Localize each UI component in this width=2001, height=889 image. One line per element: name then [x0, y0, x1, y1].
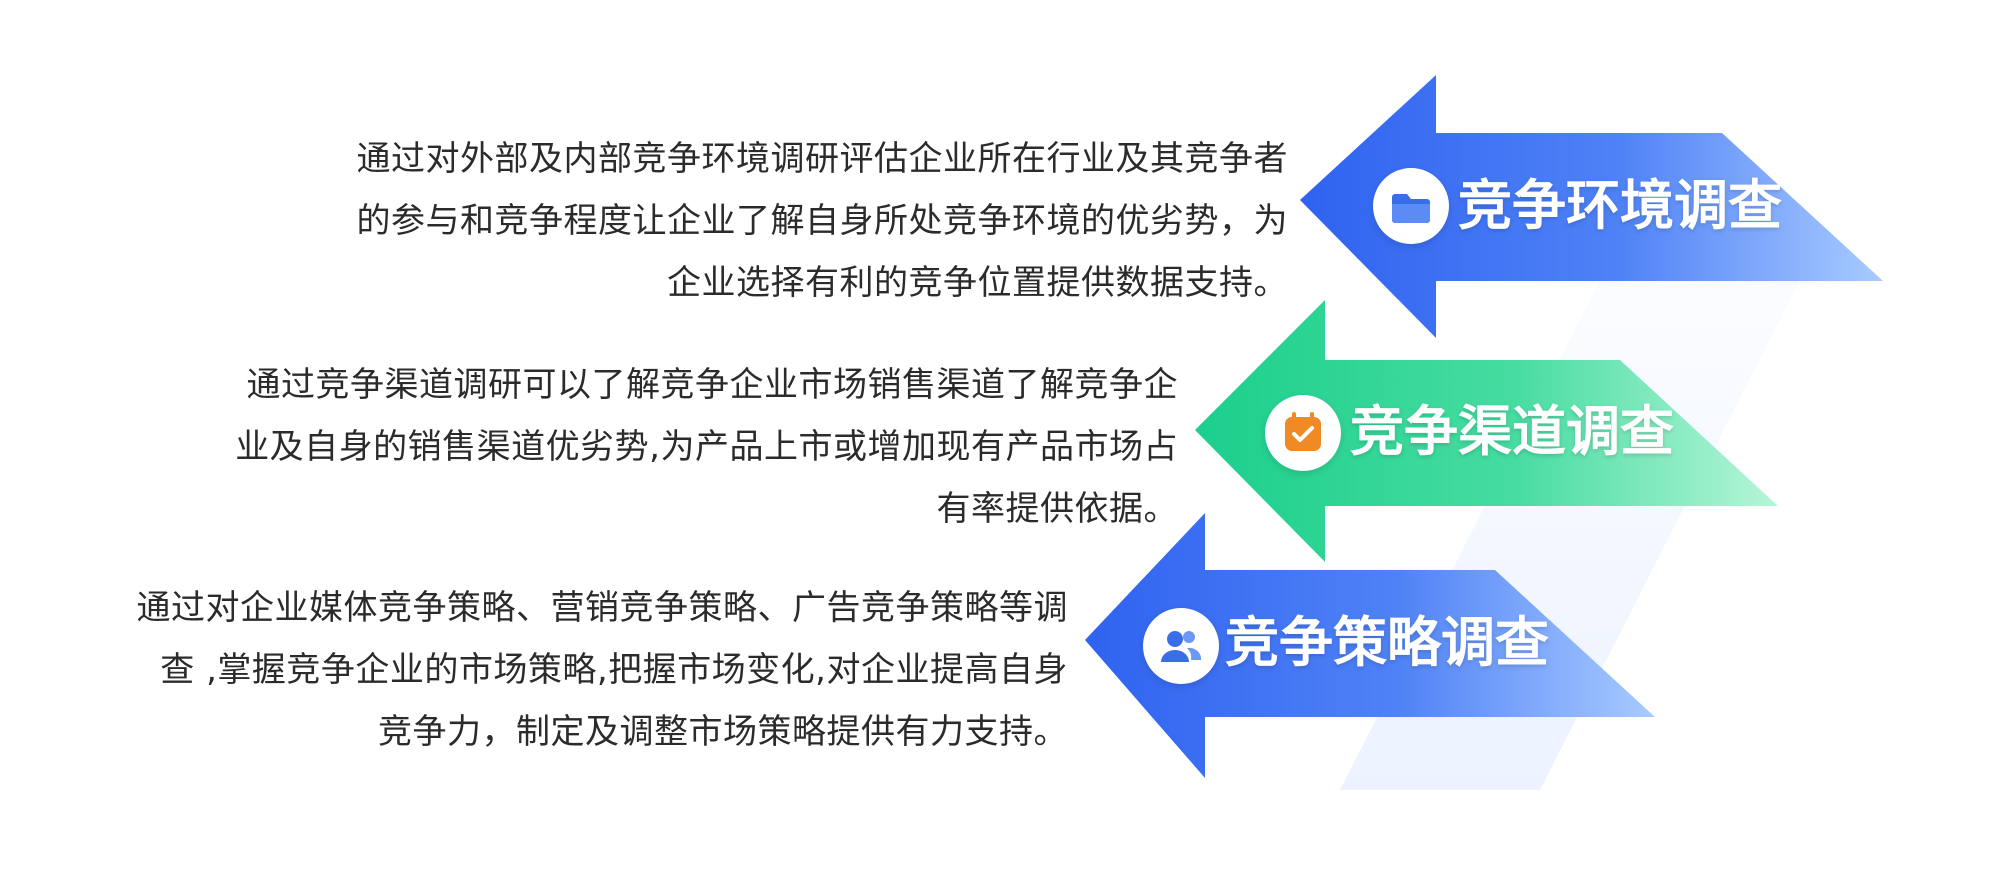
title-competitive-channel: 竞争渠道调查 — [1350, 400, 1674, 463]
description-competitive-environment: 通过对外部及内部竞争环境调研评估企业所在行业及其竞争者 的参与和竞争程度让企业了… — [357, 128, 1289, 314]
description-line: 通过竞争渠道调研可以了解竞争企业市场销售渠道了解竞争企 — [246, 365, 1178, 405]
title-competitive-strategy: 竞争策略调查 — [1225, 611, 1549, 674]
title-competitive-environment: 竞争环境调查 — [1458, 174, 1782, 237]
description-competitive-strategy: 通过对企业媒体竞争策略、营销竞争策略、广告竞争策略等调 查 ,掌握竞争企业的市场… — [137, 577, 1069, 763]
description-line: 查 ,掌握竞争企业的市场策略,把握市场变化,对企业提高自身 — [160, 650, 1068, 690]
description-line: 业及自身的销售渠道优劣势,为产品上市或增加现有产品市场占 — [235, 427, 1178, 467]
description-line: 通过对企业媒体竞争策略、营销竞争策略、广告竞争策略等调 — [136, 588, 1068, 628]
description-line: 的参与和竞争程度让企业了解自身所处竞争环境的优劣势，为 — [356, 201, 1288, 241]
folder-icon — [1373, 168, 1449, 244]
description-line: 有率提供依据。 — [936, 489, 1178, 529]
calendar-check-icon — [1265, 395, 1341, 471]
description-competitive-channel: 通过竞争渠道调研可以了解竞争企业市场销售渠道了解竞争企 业及自身的销售渠道优劣势… — [235, 354, 1178, 540]
description-line: 通过对外部及内部竞争环境调研评估企业所在行业及其竞争者 — [356, 139, 1288, 179]
description-line: 企业选择有利的竞争位置提供数据支持。 — [667, 263, 1288, 303]
users-icon — [1143, 608, 1219, 684]
description-line: 竞争力，制定及调整市场策略提供有力支持。 — [378, 712, 1068, 752]
